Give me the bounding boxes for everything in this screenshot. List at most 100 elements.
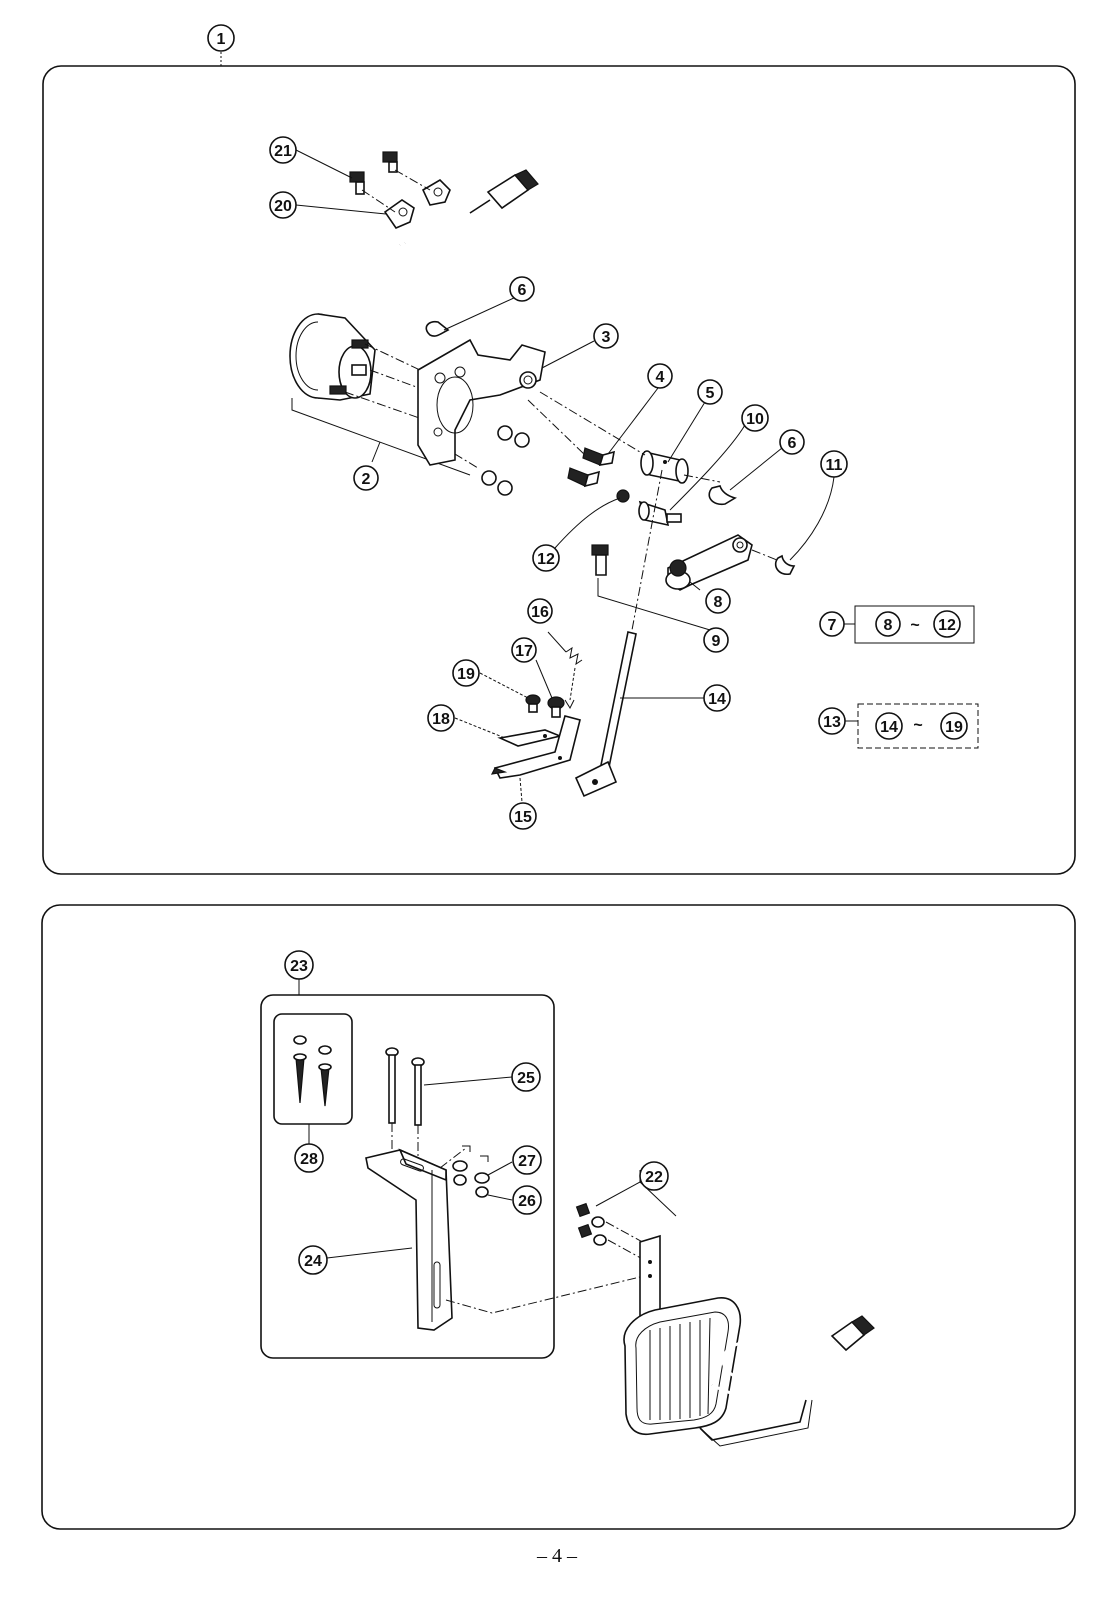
callout-9: 9 (703, 627, 729, 653)
svg-text:24: 24 (304, 1253, 322, 1270)
callout-27: 27 (487, 1145, 542, 1176)
callout-21: 21 (269, 136, 353, 179)
nuts (481, 425, 530, 496)
callout-16: 16 (527, 598, 553, 624)
callout-18: 18 (427, 704, 506, 739)
callout-12: 12 (532, 497, 621, 572)
lever-8 (665, 534, 783, 591)
svg-text:22: 22 (645, 1169, 663, 1186)
screws-4 (527, 399, 616, 488)
svg-text:4: 4 (656, 369, 665, 386)
callout-25: 25 (423, 1062, 541, 1092)
mounting-plate-3 (417, 338, 546, 466)
svg-text:26: 26 (518, 1193, 536, 1210)
pedal-cable (711, 1336, 837, 1400)
callout-3: 3 (541, 323, 619, 369)
screw-21 (349, 151, 431, 213)
snap-ring-6-right (708, 485, 737, 506)
screws-22 (575, 1202, 649, 1263)
svg-text:23: 23 (290, 958, 308, 975)
group-box-7: 7 8 ~ 12 (819, 605, 975, 644)
callout-26: 26 (487, 1185, 542, 1215)
svg-text:14: 14 (708, 691, 726, 708)
callout-1: 1 (207, 24, 235, 66)
page-number: – 4 – (536, 1545, 578, 1567)
callout-6-right: 6 (729, 429, 805, 491)
sensor-cable (343, 199, 491, 319)
bracket-to-pedal-dash (445, 1274, 649, 1314)
svg-text:19: 19 (945, 719, 963, 736)
svg-text:2: 2 (362, 471, 371, 488)
rod-axis-dash (631, 469, 663, 631)
callout-20: 20 (269, 191, 387, 219)
callout-23: 23 (284, 950, 314, 995)
svg-text:6: 6 (788, 435, 797, 452)
callout-28: 28 (294, 1124, 324, 1173)
callout-14: 14 (620, 684, 731, 712)
foot-pedal (623, 1234, 813, 1447)
snap-ring-6-upper (425, 320, 450, 337)
wood-screws-28 (293, 1035, 332, 1107)
screw-9 (591, 544, 711, 631)
svg-text:12: 12 (938, 617, 956, 634)
bolts-25 (385, 1047, 425, 1180)
svg-text:15: 15 (514, 809, 532, 826)
svg-text:6: 6 (518, 282, 527, 299)
svg-text:13: 13 (823, 714, 841, 731)
svg-text:~: ~ (910, 617, 919, 634)
screw-17 (547, 696, 565, 718)
callout-24: 24 (298, 1245, 413, 1275)
svg-text:8: 8 (884, 617, 893, 634)
svg-text:21: 21 (274, 143, 292, 160)
e-ring-11 (774, 554, 796, 575)
callout-22: 22 (595, 1161, 677, 1217)
svg-text:11: 11 (826, 457, 843, 474)
svg-text:7: 7 (828, 617, 837, 634)
callout-11: 11 (789, 450, 848, 561)
top-panel-frame (42, 65, 1076, 875)
callout-15: 15 (509, 802, 537, 830)
callout-19: 19 (452, 659, 529, 699)
svg-text:25: 25 (517, 1070, 535, 1087)
screw-box-28 (273, 1013, 353, 1125)
leader-2 (291, 398, 471, 476)
callout-17: 17 (511, 637, 553, 699)
nuts-washers-26-27 (439, 1145, 490, 1198)
spring-16 (547, 631, 583, 710)
callout-4: 4 (607, 363, 673, 455)
sensor-body-2 (289, 313, 376, 401)
svg-text:14: 14 (880, 719, 898, 736)
svg-text:19: 19 (457, 666, 475, 683)
svg-text:17: 17 (515, 643, 533, 660)
kit-frame-23 (260, 994, 555, 1359)
collar-5 (539, 391, 721, 484)
svg-text:20: 20 (274, 198, 292, 215)
bottom-panel-frame (41, 904, 1076, 1530)
pin-10 (638, 500, 682, 527)
screw-19 (525, 694, 541, 713)
plate-15 (490, 715, 581, 803)
svg-text:16: 16 (531, 604, 549, 621)
svg-text:27: 27 (518, 1153, 536, 1170)
svg-text:5: 5 (706, 385, 715, 402)
plate-18 (497, 729, 563, 747)
svg-text:1: 1 (217, 31, 226, 48)
callout-6-upper: 6 (443, 276, 535, 331)
cord-clamp-20 (383, 178, 451, 229)
callout-5: 5 (667, 379, 723, 463)
pedal-plug (830, 1315, 875, 1352)
callout-2: 2 (353, 465, 379, 491)
set-screw-12 (616, 489, 630, 503)
svg-text:12: 12 (537, 551, 555, 568)
svg-text:28: 28 (300, 1151, 318, 1168)
svg-text:8: 8 (714, 594, 723, 611)
svg-text:9: 9 (712, 633, 721, 650)
group-box-13: 13 14 ~ 19 (818, 703, 979, 749)
svg-text:10: 10 (746, 411, 764, 428)
svg-text:3: 3 (602, 329, 611, 346)
svg-text:18: 18 (432, 711, 450, 728)
svg-text:~: ~ (913, 717, 922, 734)
rod-14 (574, 631, 637, 798)
callout-10: 10 (669, 404, 769, 511)
